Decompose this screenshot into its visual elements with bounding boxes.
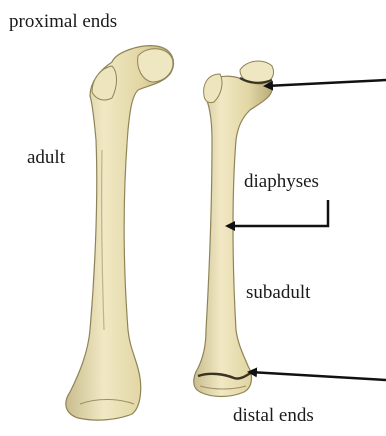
distal-end-arrow — [250, 372, 386, 380]
subadult-femur — [194, 61, 274, 396]
diaphyses-bracket-arrow — [228, 200, 328, 226]
adult-femur — [66, 46, 174, 420]
adult-greater-trochanter — [92, 66, 117, 100]
diaphyses-label: diaphyses — [244, 172, 319, 191]
subadult-label: subadult — [246, 283, 310, 302]
adult-femur-shape — [66, 46, 174, 420]
proximal-ends-label: proximal ends — [9, 12, 117, 31]
proximal-end-arrow — [266, 80, 386, 86]
subadult-femur-shape — [194, 76, 272, 396]
distal-ends-label: distal ends — [233, 406, 314, 425]
adult-label: adult — [27, 148, 65, 167]
